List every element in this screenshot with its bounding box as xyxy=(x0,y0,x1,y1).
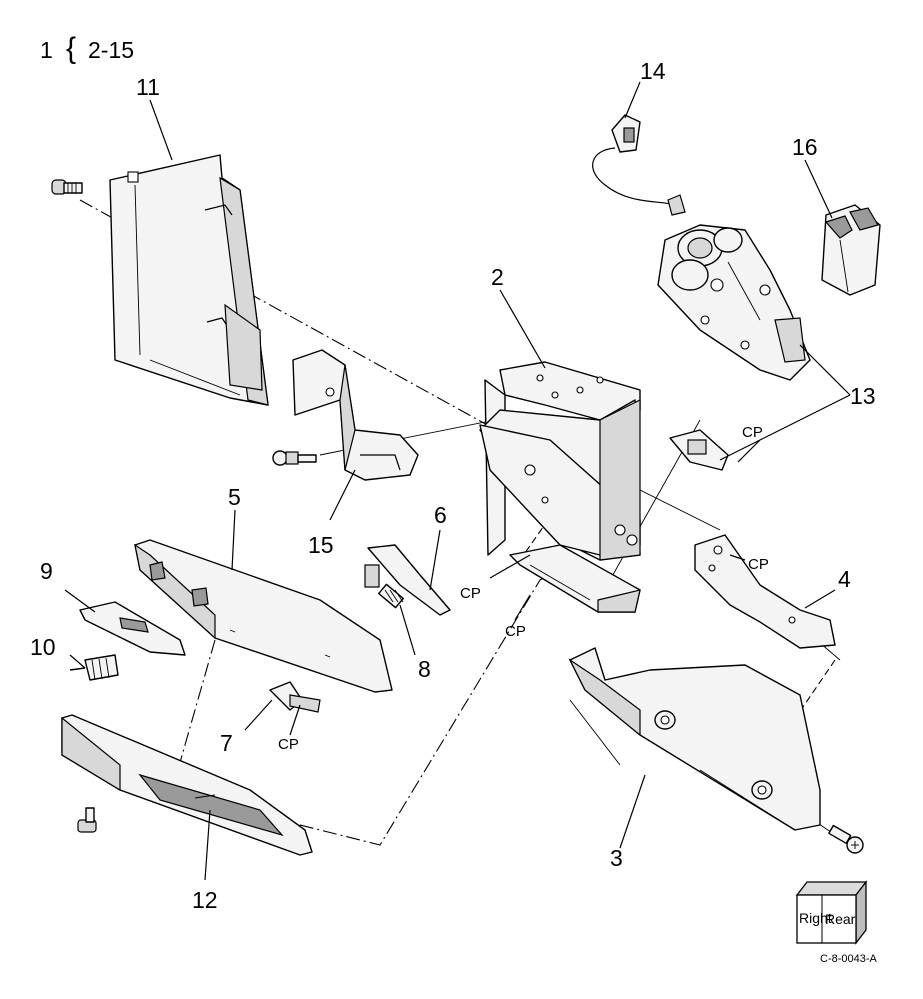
callout-10: 10 xyxy=(30,634,56,660)
assembly-number: 1 xyxy=(40,37,53,63)
callout-6: 6 xyxy=(434,502,447,528)
part-11-side-cover xyxy=(109,154,269,406)
part-8-spring xyxy=(378,583,404,609)
part-2-main-frame xyxy=(479,361,641,613)
part-13-motor-assembly xyxy=(657,224,811,381)
cp-labels: CP CP CP CP CP xyxy=(278,424,769,753)
connector-plug xyxy=(669,429,729,471)
part-12-bottom-tray xyxy=(61,714,313,856)
callout-labels: 11 14 16 2 13 5 6 15 9 4 10 8 7 3 12 xyxy=(30,58,876,913)
cp-label-part-7: CP xyxy=(278,736,299,753)
assembly-brace: { xyxy=(66,32,76,65)
orientation-cube: Right Rear xyxy=(795,880,868,945)
figure-code: C-8-0043-A xyxy=(820,953,878,965)
cp-label-connector: CP xyxy=(742,424,763,441)
part-5-tray-cover xyxy=(134,539,393,693)
callout-15: 15 xyxy=(308,532,334,558)
part-3-bottom-cover xyxy=(568,647,821,831)
callout-9: 9 xyxy=(40,558,53,584)
orientation-rear-face: Rear xyxy=(825,911,856,927)
part-16-module xyxy=(821,204,881,296)
callout-14: 14 xyxy=(640,58,666,84)
cp-label-bottom: CP xyxy=(505,623,526,640)
cp-label-bracket-4: CP xyxy=(748,556,769,573)
callout-7: 7 xyxy=(220,730,233,756)
part-4-bracket xyxy=(694,534,836,649)
part-15-bracket xyxy=(292,349,419,481)
assembly-header: 1 { 2-15 xyxy=(40,32,134,65)
callout-4: 4 xyxy=(838,566,851,592)
callout-2: 2 xyxy=(491,264,504,290)
callout-16: 16 xyxy=(792,134,818,160)
part-10-spring xyxy=(69,654,119,681)
callout-11: 11 xyxy=(136,74,160,100)
part-7-clip xyxy=(269,681,321,713)
assembly-range: 2-15 xyxy=(88,37,134,63)
callout-8: 8 xyxy=(418,656,431,682)
callout-5: 5 xyxy=(228,484,241,510)
screw-part-15 xyxy=(272,450,317,466)
cp-label-left: CP xyxy=(460,585,481,602)
part-9-plate xyxy=(79,601,186,656)
orientation-right-face: Right xyxy=(799,910,832,926)
screw-top-left xyxy=(51,179,83,195)
part-6-lever xyxy=(364,544,451,616)
part-14-sensor xyxy=(592,114,686,216)
callout-12: 12 xyxy=(192,887,218,913)
callout-3: 3 xyxy=(610,845,623,871)
callout-13: 13 xyxy=(850,383,876,409)
screw-part-3 xyxy=(828,824,864,854)
leader-lines xyxy=(64,81,851,881)
screw-part-12 xyxy=(77,807,97,833)
